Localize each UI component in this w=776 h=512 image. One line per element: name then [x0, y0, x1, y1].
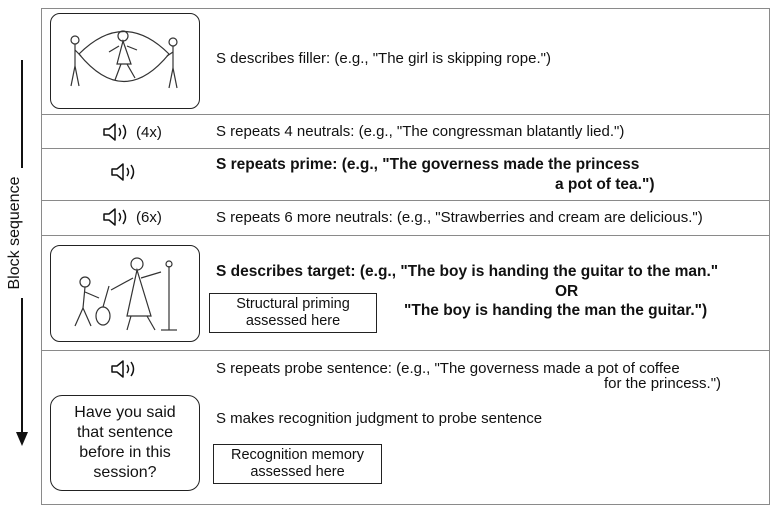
row-divider — [41, 148, 770, 149]
filler-picture — [50, 13, 200, 109]
speaker-icon — [103, 123, 127, 141]
recognition-question: Have you said that sentence before in th… — [50, 395, 200, 491]
recognition-memory-box: Recognition memory assessed here — [213, 444, 382, 484]
neutrals4-text: S repeats 4 neutrals: (e.g., "The congre… — [216, 123, 625, 140]
speaker-icon — [103, 208, 127, 226]
row-divider — [41, 350, 770, 351]
target-text-line3: "The boy is handing the man the guitar."… — [404, 302, 708, 319]
speaker-icon — [111, 360, 135, 378]
block-sequence-label: Block sequence — [3, 168, 27, 298]
filler-text: S describes filler: (e.g., "The girl is … — [216, 50, 551, 67]
audio-probe — [110, 358, 138, 380]
sequence-table — [41, 8, 770, 505]
skipping-rope-illustration — [70, 30, 178, 89]
row-divider — [41, 200, 770, 201]
row-divider — [41, 114, 770, 115]
target-text-line1: S describes target: (e.g., "The boy is h… — [216, 263, 719, 280]
target-or: OR — [555, 283, 579, 300]
neutrals6-text: S repeats 6 more neutrals: (e.g., "Straw… — [216, 209, 703, 226]
prime-text-line2: a pot of tea.") — [555, 176, 655, 193]
recognition-text: S makes recognition judgment to probe se… — [216, 410, 543, 427]
speaker-icon — [111, 163, 135, 181]
target-picture — [50, 245, 200, 342]
repeat-count: (4x) — [136, 123, 162, 141]
row-divider — [41, 235, 770, 236]
probe-text-line2: for the princess.") — [604, 375, 722, 392]
probe-text-line1: S repeats probe sentence: (e.g., "The go… — [216, 360, 680, 377]
audio-6x: (6x) — [102, 206, 162, 228]
guitar-handing-illustration — [74, 257, 177, 331]
audio-prime — [110, 161, 138, 183]
audio-4x: (4x) — [102, 121, 162, 143]
prime-text-line1: S repeats prime: (e.g., "The governess m… — [216, 156, 640, 173]
structural-priming-box: Structural priming assessed here — [209, 293, 377, 333]
repeat-count: (6x) — [136, 208, 162, 226]
